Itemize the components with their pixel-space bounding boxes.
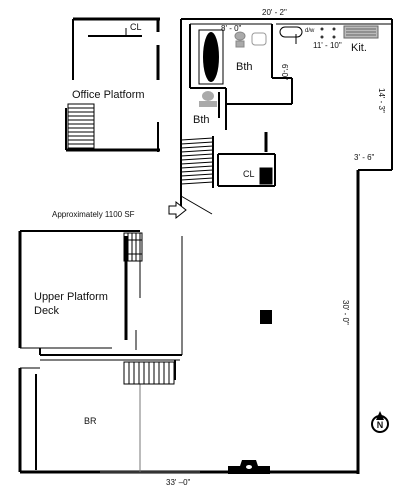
dim-right-jog: 3' - 6" xyxy=(354,153,375,162)
area-note: Approximately 1100 SF xyxy=(52,210,135,219)
closet-office-label: CL xyxy=(130,22,142,32)
dim-kitchen-depth: 14' - 3" xyxy=(377,88,386,113)
upper-platform-label-2: Deck xyxy=(34,305,60,317)
entry-arrow-icon xyxy=(168,200,187,220)
dim-right-length: 30' - 0" xyxy=(341,300,350,325)
bathtub xyxy=(198,29,224,85)
platform-stairs xyxy=(123,232,143,262)
north-label: N xyxy=(377,420,384,430)
office-platform-label: Office Platform xyxy=(72,89,145,101)
office-platform xyxy=(65,17,160,152)
closet-lower-label: CL xyxy=(243,169,255,179)
upper-platform-label-1: Upper Platform xyxy=(34,291,108,303)
bedroom-walls xyxy=(18,359,200,473)
office-stairs xyxy=(67,103,95,149)
bath-lower-label: Bth xyxy=(193,114,210,126)
bedroom-label: BR xyxy=(84,416,97,426)
main-stairs xyxy=(180,136,214,188)
bedroom-stairs xyxy=(123,361,175,385)
kitchen-label: Kit. xyxy=(351,42,367,54)
toilet-lower xyxy=(199,91,217,107)
fireplace xyxy=(228,460,270,474)
interior-walls xyxy=(180,132,268,215)
dim-bath-width: 8' - 0" xyxy=(221,24,242,33)
kitchen xyxy=(276,23,392,44)
structural-column xyxy=(260,310,272,324)
sink-upper xyxy=(251,32,267,46)
dim-bath-depth: 6'-0" xyxy=(280,64,289,80)
closet-lower xyxy=(217,153,276,187)
dim-top-width: 20' - 2" xyxy=(262,8,287,17)
dim-kitchen-width: 11' - 10" xyxy=(313,41,342,50)
north-arrow-icon: N xyxy=(371,411,389,433)
dishwasher-label: d/w xyxy=(305,28,315,34)
toilet-upper xyxy=(234,31,246,48)
bath-upper-walls xyxy=(189,23,293,130)
dim-bottom-width: 33' –0" xyxy=(166,478,191,487)
bath-upper-label: Bth xyxy=(236,61,253,73)
upper-platform xyxy=(18,230,183,356)
